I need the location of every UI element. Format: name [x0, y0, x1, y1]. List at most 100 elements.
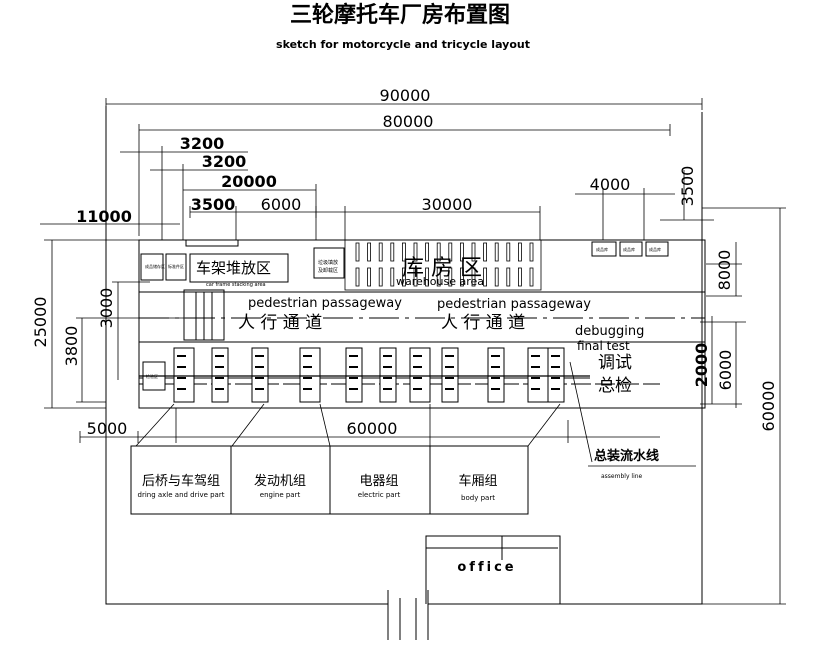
group-1-en: dring axle and drive part [138, 491, 225, 499]
entrance [387, 590, 429, 640]
right-box-1: 成品库 [596, 246, 608, 252]
right-storage-boxes [591, 241, 669, 257]
dump-label-2: 及卸载区 [318, 267, 338, 274]
shelf-rack [529, 267, 534, 287]
dim-20000: 20000 [221, 172, 277, 191]
passage-cn-1: 人 行 通 道 [238, 313, 322, 333]
dim-3500b: 3500 [678, 166, 697, 207]
dim-30000: 30000 [422, 195, 473, 214]
assembly-cn: 总装流水线 [594, 448, 659, 464]
dimension-lines-side [44, 170, 786, 605]
right-box-3: 成品库 [649, 246, 661, 252]
left-box-2: 标准件区 [168, 263, 184, 269]
office-label: office [457, 560, 516, 575]
dim-inner-width: 80000 [383, 112, 434, 131]
assembly-stations [139, 347, 590, 403]
warehouse-outline [344, 239, 542, 291]
frame-stack-en: car frame stacking area [206, 282, 266, 288]
dump-label: 垃圾填放 [318, 259, 338, 266]
work-groups [130, 445, 529, 515]
debug-en-2: final test [577, 339, 630, 353]
group-connectors [135, 403, 561, 447]
passage-cn-2: 人 行 通 道 [441, 313, 525, 333]
shelf-rack [448, 267, 453, 287]
dim-3200a: 3200 [180, 134, 225, 153]
left-box-1: 成品储存区 [145, 263, 165, 269]
shelf-rack [367, 267, 372, 287]
shelf-rack [483, 267, 488, 287]
debug-cn-2: 总检 [598, 376, 632, 396]
dump-area [313, 247, 345, 279]
dim-3800: 3800 [62, 326, 81, 367]
shelf-rack [390, 267, 395, 287]
title-en: sketch for motorcycle and tricycle layou… [276, 38, 530, 51]
title-cn: 三轮摩托车厂房布置图 [290, 2, 510, 28]
shelf-rack [378, 242, 383, 262]
dim-3200b: 3200 [202, 152, 247, 171]
shelf-rack [401, 267, 406, 287]
shelf-rack [529, 242, 534, 262]
dimension-lines-top [40, 98, 703, 240]
dim-60000-line: 60000 [347, 419, 398, 438]
shelf-rack [378, 267, 383, 287]
assembly-callout [569, 361, 696, 467]
dim-11000: 11000 [76, 207, 132, 226]
shelf-rack [425, 242, 430, 262]
dimension-texts: 90000 80000 3200 3200 20000 3500 6000 30… [31, 86, 778, 438]
shelf-rack [401, 242, 406, 262]
passage-en-2: pedestrian passageway [437, 297, 591, 312]
group-4-cn: 车厢组 [458, 473, 497, 489]
shelf-rack [355, 267, 360, 287]
shelf-rack [518, 242, 522, 262]
shelf-rack [459, 267, 464, 287]
frame-stack-cn: 车架堆放区 [196, 259, 271, 277]
shelf-rack [506, 242, 511, 262]
dim-3000: 3000 [97, 288, 116, 329]
shelf-rack [390, 242, 395, 262]
office-area [425, 535, 561, 604]
group-4-en: body part [461, 494, 495, 502]
shelf-rack [355, 242, 360, 262]
dim-overall-width: 90000 [380, 86, 431, 105]
dim-60000-height: 60000 [759, 381, 778, 432]
group-1-cn: 后桥与车驾组 [142, 473, 220, 489]
debug-cn-1: 调试 [598, 353, 632, 373]
shelf-rack [413, 242, 418, 262]
shelf-rack [506, 267, 511, 287]
warehouse-en: warehouse area [396, 275, 484, 288]
dim-3500a: 3500 [191, 195, 236, 214]
dim-6000a: 6000 [261, 195, 302, 214]
shelf-rack [518, 267, 522, 287]
shelf-rack [436, 267, 441, 287]
shelf-rack [494, 242, 499, 262]
warehouse-shelves [344, 239, 542, 291]
group-2-cn: 发动机组 [254, 473, 306, 489]
dim-25000: 25000 [31, 297, 50, 348]
dim-2000: 2000 [692, 343, 711, 388]
group-3-cn: 电器组 [359, 474, 398, 489]
shelf-rack [471, 267, 476, 287]
debug-en-1: debugging [575, 324, 644, 339]
shelf-rack [494, 267, 499, 287]
assembly-en: assembly line [601, 473, 643, 480]
shelf-rack [448, 242, 453, 262]
dim-6000b: 6000 [716, 350, 735, 391]
shelf-rack [425, 267, 430, 287]
warehouse-cn: 库 房 区 [402, 256, 482, 281]
shelf-rack [413, 267, 418, 287]
dim-5000: 5000 [87, 419, 128, 438]
shelf-rack [471, 242, 476, 262]
shelf-rack [483, 242, 488, 262]
group-2-en: engine part [260, 491, 301, 499]
shelf-rack [367, 242, 372, 262]
right-box-2: 成品库 [623, 246, 635, 252]
shelf-rack [459, 242, 464, 262]
dim-4000: 4000 [590, 175, 631, 194]
passage-en-1: pedestrian passageway [248, 296, 402, 311]
dim-8000: 8000 [715, 250, 734, 291]
group-3-en: electric part [358, 491, 401, 499]
shelf-rack [436, 242, 441, 262]
frame-stack-area [183, 239, 289, 341]
